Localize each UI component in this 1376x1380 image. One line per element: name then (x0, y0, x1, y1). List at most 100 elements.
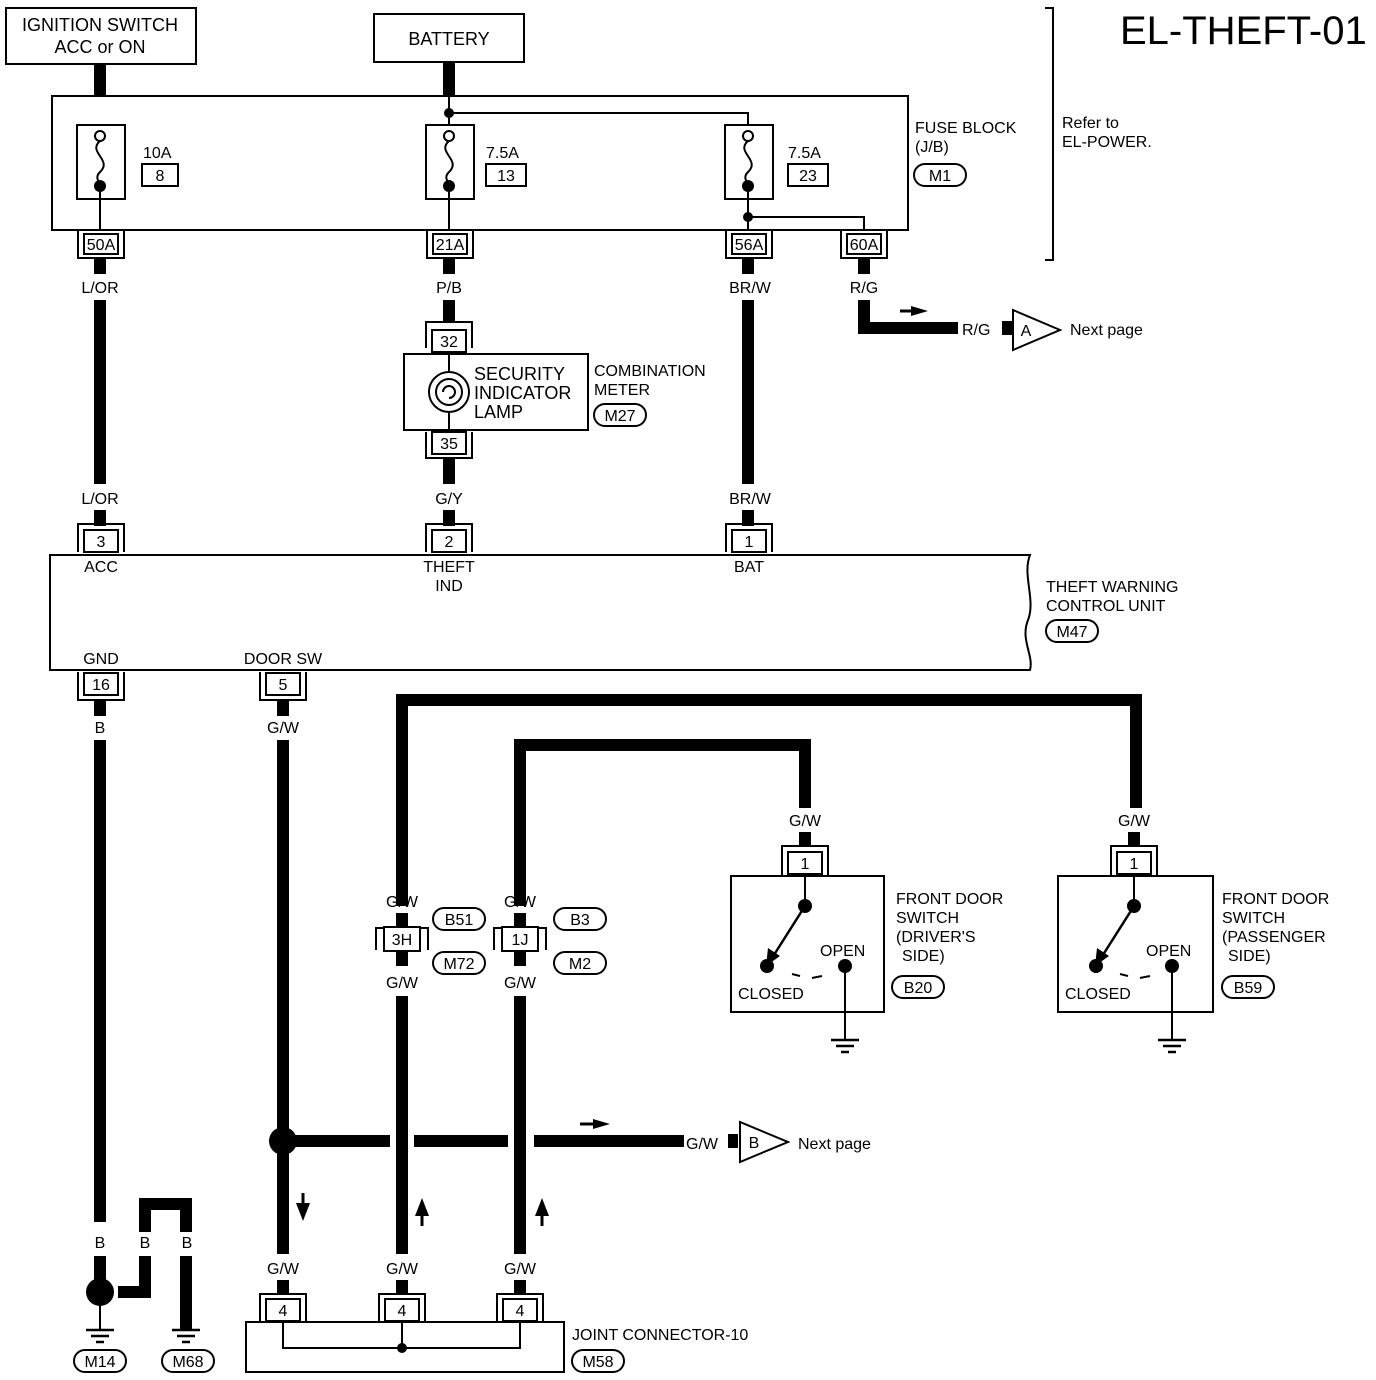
wire-g-w-jc-2: G/W (386, 1261, 419, 1278)
wire-g-w-1j-bottom: G/W (504, 975, 537, 992)
fuse-block: 10A 8 7.5A 13 7.5A 23 (51, 95, 1017, 231)
fuse-2-number: 13 (497, 168, 515, 185)
passenger-sw-closed: CLOSED (1065, 986, 1131, 1003)
battery: BATTERY (373, 13, 525, 63)
meter-connector: M27 (604, 408, 635, 425)
passenger-sw-name-4: SIDE) (1228, 948, 1271, 965)
control-unit-name-2: CONTROL UNIT (1046, 598, 1166, 615)
wire-g-w-driver-sw: G/W (789, 813, 822, 830)
pin-50a: 50A (87, 237, 116, 254)
wire-g-w-jc-3: G/W (504, 1261, 537, 1278)
meter-pin-32: 32 (440, 334, 458, 351)
cu-pin-door-sw-label: DOOR SW (244, 651, 323, 668)
ground-m68: M68 (172, 1354, 203, 1371)
battery-label: BATTERY (408, 29, 489, 49)
ground-m14: M14 (84, 1354, 115, 1371)
fuse-block-name-1: FUSE BLOCK (915, 120, 1017, 137)
wire-b-ground-1: B (95, 1235, 106, 1252)
fuse-1-number: 8 (156, 168, 165, 185)
next-page-b-text: Next page (798, 1136, 871, 1153)
wire-g-w-1j-top: G/W (504, 894, 537, 911)
ground-section: B B B M14 M68 (73, 1198, 215, 1373)
wire-g-w-jc-1: G/W (267, 1261, 300, 1278)
wire-l-or-top: L/OR (81, 280, 118, 297)
wire-b-top: B (95, 720, 106, 737)
meter-name-1: COMBINATION (594, 363, 706, 380)
wire-r-g-right: R/G (962, 322, 990, 339)
cu-pin-theft-label: THEFT (423, 559, 475, 576)
cu-pin-3: 3 (97, 534, 106, 551)
passenger-sw-connector: B59 (1234, 980, 1263, 997)
cu-pin-gnd-label: GND (83, 651, 119, 668)
lamp-label-2: INDICATOR (474, 383, 571, 403)
next-page-a-label: A (1021, 323, 1032, 340)
fuse-2-amps: 7.5A (486, 145, 519, 162)
next-page-a-arrow (1012, 308, 1063, 352)
fuse-3-amps: 7.5A (788, 145, 821, 162)
wire-b-ground-2: B (140, 1235, 151, 1252)
fuse-7-5a-13: 7.5A 13 (425, 113, 527, 230)
driver-sw-connector: B20 (904, 980, 933, 997)
wire-g-y: G/Y (435, 491, 463, 508)
cu-pin-ind-label: IND (435, 578, 463, 595)
fuse-block-pins: 50A 21A 56A 60A (77, 230, 888, 259)
theft-warning-control-unit: 3 ACC 2 THEFT IND 1 BAT GND 16 DOOR SW 5… (49, 523, 1178, 701)
cu-pin-1: 1 (745, 534, 754, 551)
refer-line-1: Refer to (1062, 115, 1119, 132)
inline-connector-3h: G/W 3H G/W B51 M72 (375, 894, 486, 992)
driver-sw-name-2: SWITCH (896, 910, 959, 927)
driver-sw-name-4: SIDE) (902, 948, 945, 965)
ignition-switch: IGNITION SWITCH ACC or ON (5, 7, 197, 65)
next-page-b-arrow (739, 1120, 791, 1164)
pin-56a: 56A (735, 237, 764, 254)
wire-g-w-3h-bottom: G/W (386, 975, 419, 992)
pin-60a: 60A (850, 237, 879, 254)
front-door-switch-driver: G/W 1 OPEN CLOSED FRONT DOOR SWITCH (DRI… (730, 813, 1003, 1054)
wire-g-w-3h-top: G/W (386, 894, 419, 911)
wire-g-w-next-page: G/W (686, 1136, 719, 1153)
jc-pin-3: 4 (516, 1303, 525, 1320)
passenger-sw-name-1: FRONT DOOR (1222, 891, 1329, 908)
meter-name-2: METER (594, 382, 650, 399)
ignition-label-1: IGNITION SWITCH (22, 15, 178, 35)
wire-br-w-bottom: BR/W (729, 491, 772, 508)
joint-connector-10: G/W G/W G/W 4 4 4 JOINT CONNECTOR-10 M58 (245, 1261, 748, 1373)
wire-p-b: P/B (436, 280, 462, 297)
next-page-a-text: Next page (1070, 322, 1143, 339)
meter-pin-35: 35 (440, 436, 458, 453)
combination-meter: 32 SECURITY INDICATOR LAMP 35 COMBINATIO… (403, 321, 706, 459)
wire-r-g-top: R/G (850, 280, 878, 297)
connector-1j-pin: 1J (512, 932, 529, 949)
passenger-sw-pin: 1 (1130, 856, 1139, 873)
cu-pin-acc-label: ACC (84, 559, 118, 576)
connector-3h-pin: 3H (392, 932, 412, 949)
passenger-sw-name-3: (PASSENGER (1222, 929, 1326, 946)
refer-line-2: EL-POWER. (1062, 134, 1152, 151)
fuse-10a: 10A 8 (76, 124, 179, 230)
joint-connector-id: M58 (582, 1354, 613, 1371)
cu-pin-bat-label: BAT (734, 559, 764, 576)
wire-g-w-door: G/W (267, 720, 300, 737)
passenger-sw-open: OPEN (1146, 943, 1191, 960)
control-unit-connector: M47 (1056, 624, 1087, 641)
passenger-sw-name-2: SWITCH (1222, 910, 1285, 927)
driver-sw-open: OPEN (820, 943, 865, 960)
driver-sw-name-3: (DRIVER'S (896, 929, 976, 946)
fuse-1-amps: 10A (143, 145, 172, 162)
wire-l-or-bottom: L/OR (81, 491, 118, 508)
driver-sw-closed: CLOSED (738, 986, 804, 1003)
cu-pin-5: 5 (279, 677, 288, 694)
wire-b-ground-3: B (182, 1235, 193, 1252)
ignition-label-2: ACC or ON (54, 37, 145, 57)
connector-1j-top-id: B3 (570, 912, 590, 929)
driver-sw-name-1: FRONT DOOR (896, 891, 1003, 908)
connector-3h-top-id: B51 (445, 912, 474, 929)
control-unit-name-1: THEFT WARNING (1046, 579, 1178, 596)
lamp-label-3: LAMP (474, 402, 523, 422)
pin-21a: 21A (436, 237, 465, 254)
jc-pin-1: 4 (279, 1303, 288, 1320)
wire-br-w-top: BR/W (729, 280, 772, 297)
inline-connector-1j: G/W 1J G/W B3 M2 (493, 894, 607, 992)
joint-connector-name: JOINT CONNECTOR-10 (572, 1327, 748, 1344)
